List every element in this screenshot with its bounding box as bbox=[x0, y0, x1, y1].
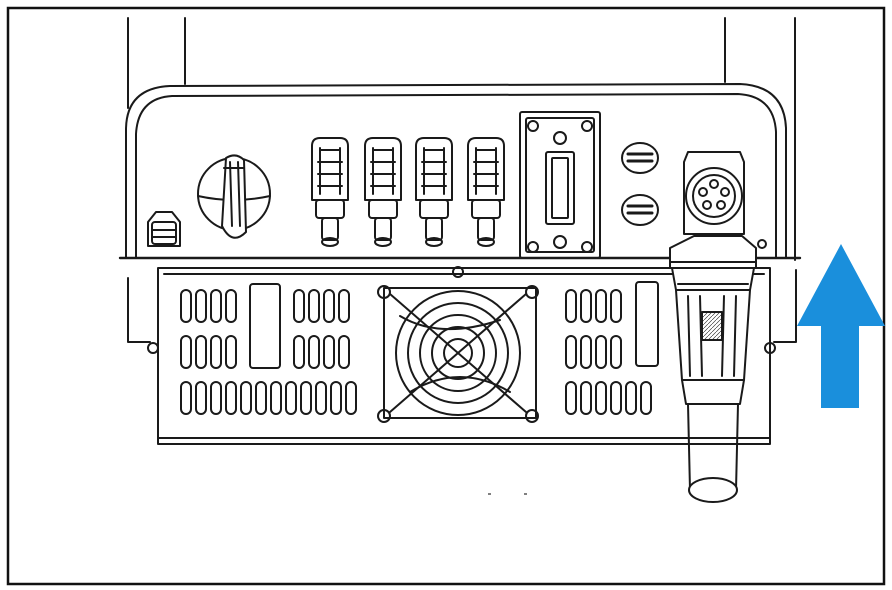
vent-slots-right bbox=[565, 281, 659, 415]
cable-gland-icon bbox=[147, 211, 181, 247]
vent-panel bbox=[157, 267, 771, 445]
dc-connector bbox=[364, 137, 402, 247]
vent-slots-left bbox=[180, 283, 357, 415]
fan-icon bbox=[377, 266, 539, 423]
dc-connector bbox=[467, 137, 505, 247]
comm-port-icon bbox=[519, 111, 601, 259]
label-ports bbox=[621, 142, 659, 226]
label-port-bottom bbox=[621, 194, 659, 226]
dc-connector bbox=[415, 137, 453, 247]
dc-connectors bbox=[311, 137, 505, 247]
dc-switch-icon bbox=[197, 154, 271, 239]
arrow-up-icon bbox=[797, 244, 885, 408]
ac-socket-icon bbox=[683, 151, 767, 249]
label-port-top bbox=[621, 142, 659, 174]
dc-connector bbox=[311, 137, 349, 247]
ac-connector-icon bbox=[669, 235, 757, 503]
